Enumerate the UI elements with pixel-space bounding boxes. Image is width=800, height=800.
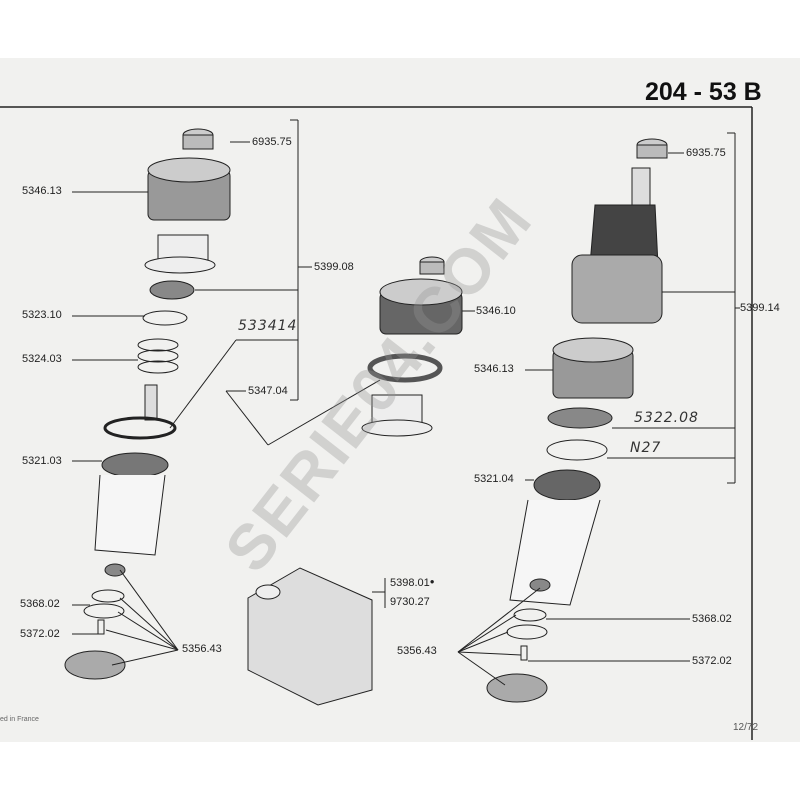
label-right-5346-13: 5346.13	[474, 363, 514, 375]
label-5347-04: 5347.04	[248, 385, 288, 397]
label-right-5368-02: 5368.02	[692, 613, 732, 625]
handwritten-n27: N27	[630, 440, 662, 456]
label-right-5356-43: 5356.43	[397, 645, 437, 657]
right-shock-assembly	[457, 132, 740, 703]
label-5321-03: 5321.03	[22, 455, 62, 467]
label-5346-10: 5346.10	[476, 305, 516, 317]
label-5399-08: 5399.08	[314, 261, 354, 273]
label-5321-04: 5321.04	[474, 473, 514, 485]
label-5324-03: 5324.03	[22, 353, 62, 365]
handwritten-5322-08: 5322.08	[634, 410, 699, 426]
ref-5398-01: 5398.01	[390, 577, 430, 589]
left-shock-assembly	[64, 119, 381, 680]
label-5398-01: 5398.01●	[390, 577, 435, 589]
middle-parts	[247, 256, 475, 706]
label-5323-10: 5323.10	[22, 309, 62, 321]
print-date: 12/72	[733, 722, 759, 733]
handwritten-533414: 533414	[238, 318, 298, 334]
label-right-5372-02: 5372.02	[692, 655, 732, 667]
bullet-icon: ●	[429, 577, 435, 586]
printed-in-france: ed in France	[0, 716, 39, 723]
label-left-5368-02: 5368.02	[20, 598, 60, 610]
label-left-5372-02: 5372.02	[20, 628, 60, 640]
label-right-6935-75: 6935.75	[686, 147, 726, 159]
label-5399-14: 5399.14	[740, 302, 780, 314]
label-left-6935-75: 6935.75	[252, 136, 292, 148]
label-9730-27: 9730.27	[390, 596, 430, 608]
label-left-5346-13: 5346.13	[22, 185, 62, 197]
page-title: 204 - 53 B	[645, 78, 762, 106]
label-left-5356-43: 5356.43	[182, 643, 222, 655]
